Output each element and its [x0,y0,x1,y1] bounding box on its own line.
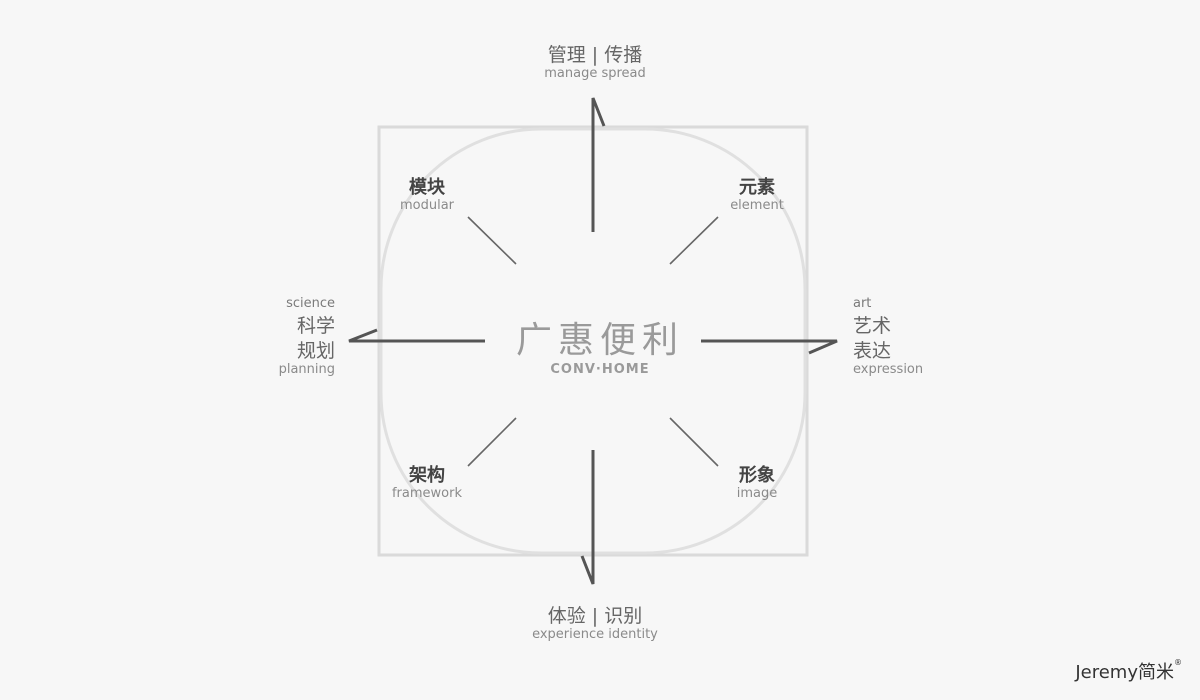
label-bottom-right-en: image [736,486,778,501]
diagonal-line-bottom-right [669,417,719,467]
diagonal-line-top-right [669,216,719,265]
label-top-zh: 管理 | 传播 [547,44,643,66]
label-bottom-left-zh: 架构 [409,465,445,486]
label-bottom-zh: 体验 | 识别 [547,605,643,627]
brand-name-zh: 广惠便利 [515,320,684,361]
label-left-zh1: 科学 [296,315,335,337]
label-top-right-en: element [730,198,784,213]
label-top-right-zh: 元素 [739,177,775,198]
label-left-en: planning [278,362,335,377]
label-left-zh2: 规划 [296,340,335,362]
label-top: 管理 | 传播 manage spread [495,44,695,82]
label-left: science 科学 规划 planning [255,296,355,378]
center-brand-logo: 广惠便利 CONV·HOME [500,320,700,378]
label-bottom-right-zh: 形象 [739,465,775,486]
watermark-text: Jeremy简米 [1075,662,1174,683]
axis-arrow-right [701,339,838,355]
brand-name-en: CONV·HOME [550,362,650,377]
diagonal-line-bottom-left [467,417,517,467]
label-left-en-top: science [286,296,335,311]
label-top-right: 元素 element [707,178,807,214]
registered-mark-icon: ® [1174,658,1182,667]
label-bottom: 体验 | 识别 experience identity [495,605,695,643]
label-bottom-left: 架构 framework [377,466,477,502]
label-top-left-en: modular [399,198,455,213]
label-right-zh1: 艺术 [853,315,892,337]
label-right-en-top: art [853,296,872,311]
label-top-left: 模块 modular [377,178,477,214]
axis-arrow-top [591,97,606,232]
axis-arrow-left [348,328,485,343]
label-bottom-en: experience identity [532,627,658,642]
label-right-zh2: 表达 [853,340,892,362]
label-bottom-right: 形象 image [707,466,807,502]
label-top-left-zh: 模块 [409,177,445,198]
label-right: art 艺术 表达 expression [853,296,973,378]
label-bottom-left-en: framework [391,486,462,501]
axis-arrow-bottom [580,450,595,585]
label-right-en: expression [853,362,924,377]
watermark-logo: Jeremy简米® [1075,658,1182,684]
label-top-en: manage spread [544,66,646,81]
diagonal-line-top-left [467,216,517,265]
